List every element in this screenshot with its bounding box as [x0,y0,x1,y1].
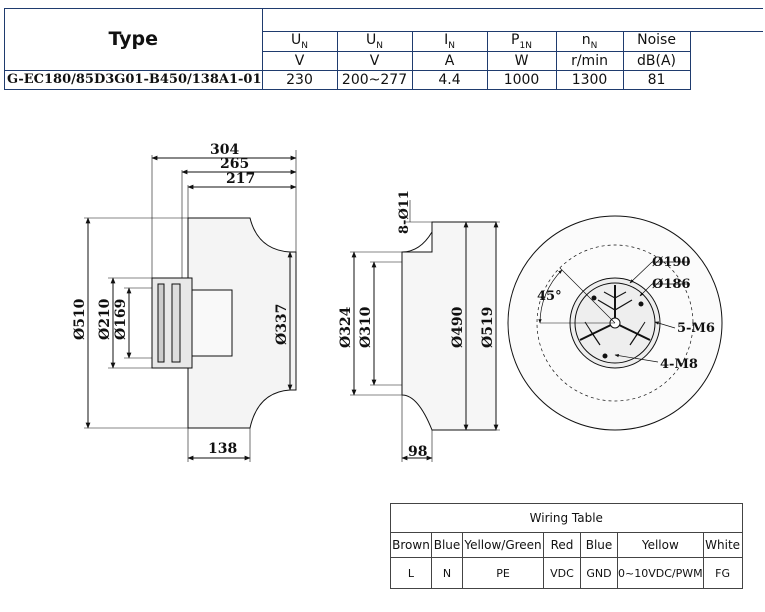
dim-186: Ø186 [652,277,690,292]
dim-510: Ø510 [72,298,88,340]
dim-304: 304 [210,142,239,158]
dim-holes: 8-Ø11 [397,190,412,234]
dim-190: Ø190 [652,255,690,270]
wire-func-5: GND [580,557,618,589]
dim-169: Ø169 [113,299,129,340]
spec-table: Type UN UN IN P1N nN Noise V V A W r/min… [4,8,763,90]
front-view [507,215,723,431]
type-label: Type [4,8,263,71]
spec-empty-col [689,31,763,90]
col-value-6: 81 [622,69,691,90]
col-symbol-1: UN [261,31,338,52]
dim-265: 265 [220,156,249,172]
wire-func-3: PE [462,557,544,589]
wire-func-1: L [390,557,432,589]
col-value-4: 1000 [486,69,557,90]
dim-210: Ø210 [97,298,113,340]
inlet-view [350,200,500,462]
wire-color-6: Yellow [617,532,704,558]
wire-color-3: Yellow/Green [462,532,544,558]
dim-519: Ø519 [480,307,496,348]
col-value-2: 200~277 [336,69,413,90]
dim-217: 217 [226,171,255,187]
side-view [84,150,297,462]
wire-func-6: 0~10VDC/PWM [617,557,704,589]
col-symbol-6: Noise [622,31,691,52]
wiring-table: Wiring Table Brown Blue Yellow/Green Red… [390,503,743,589]
dim-138: 138 [208,441,237,457]
wire-color-5: Blue [580,532,618,558]
wire-func-7: FG [702,557,743,589]
col-unit-6: dB(A) [622,50,691,71]
wire-color-7: White [702,532,743,558]
col-value-5: 1300 [555,69,624,90]
dim-310: Ø310 [358,306,374,348]
dim-337: Ø337 [274,304,290,345]
col-value-1: 230 [261,69,338,90]
wire-color-2: Blue [431,532,463,558]
dim-45: 45° [537,289,562,304]
wire-func-2: N [431,557,463,589]
wiring-title: Wiring Table [390,503,743,533]
dim-98: 98 [408,444,427,460]
model-name: G-EC180/85D3G01-B450/138A1-01 [4,69,263,90]
dim-4m8: 4-M8 [660,357,698,372]
dim-324: Ø324 [338,306,354,348]
wire-color-4: Red [543,532,581,558]
wire-color-1: Brown [390,532,432,558]
dim-5m6: 5-M6 [677,321,715,336]
spec-header-blank [261,8,763,32]
dim-490: Ø490 [450,306,466,348]
col-value-3: 4.4 [411,69,488,90]
wire-func-4: VDC [543,557,581,589]
